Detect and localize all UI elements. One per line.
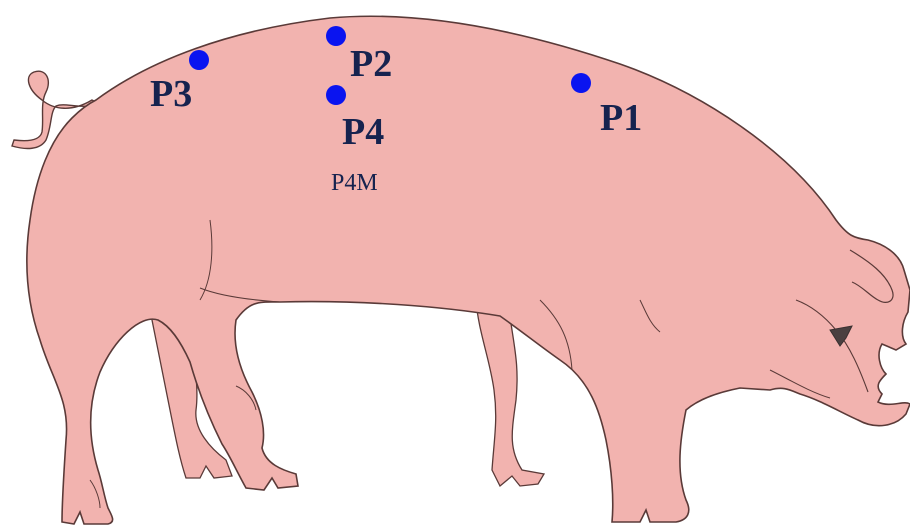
point-p2-marker [326,26,346,46]
point-p3-marker [189,50,209,70]
point-p2-label: P2 [350,43,392,85]
point-p4-marker [326,85,346,105]
point-p1-label: P1 [600,97,642,139]
point-p1-marker [571,73,591,93]
point-p3-label: P3 [150,73,192,115]
p4m-sublabel: P4M [331,170,378,196]
pig-illustration [12,16,910,524]
point-p4-label: P4 [342,111,384,153]
